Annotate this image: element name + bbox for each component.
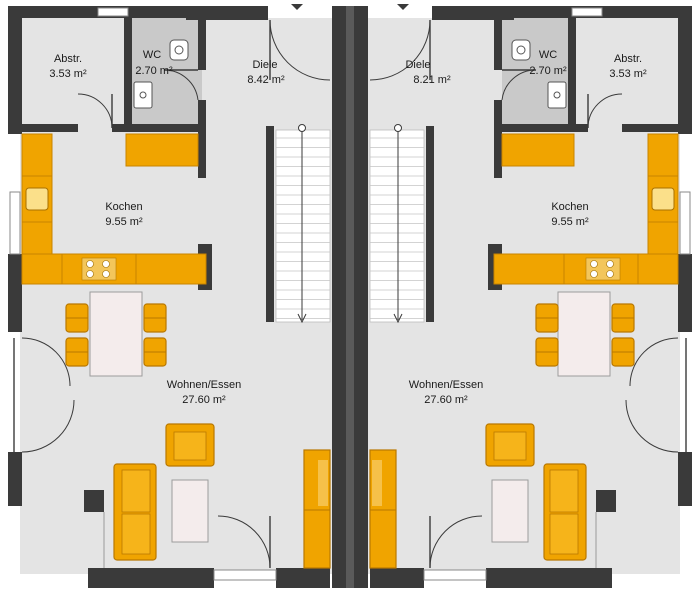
left-wc-area: 2.70 m² — [135, 65, 173, 77]
right-coffee-table — [491, 479, 529, 543]
left-hall-area: 8.42 m² — [247, 74, 285, 86]
party-wall-joint — [346, 6, 354, 588]
right-room-labels: Abstr. 3.53 m² WC 2.70 m² Diele 8.21 m² … — [405, 49, 647, 406]
left-wc-name: WC — [143, 49, 161, 61]
right-storage-name: Abstr. — [614, 53, 642, 65]
right-kitchen-furniture — [493, 133, 679, 285]
right-living-furniture — [369, 423, 587, 569]
left-living-name: Wohnen/Essen — [167, 379, 241, 391]
doors — [13, 4, 687, 569]
right-wc-area: 2.70 m² — [529, 65, 567, 77]
left-storage-area: 3.53 m² — [49, 68, 87, 80]
right-wc-fixtures — [511, 39, 567, 109]
windows — [9, 7, 691, 581]
left-storage-name: Abstr. — [54, 53, 82, 65]
right-living-area: 27.60 m² — [424, 394, 468, 406]
left-sink-icon — [25, 187, 49, 211]
left-hall-name: Diele — [252, 59, 277, 71]
left-dining-set — [65, 291, 167, 377]
right-sink-icon — [651, 187, 675, 211]
left-coffee-table — [171, 479, 209, 543]
left-living-area: 27.60 m² — [182, 394, 226, 406]
left-kitchen-name: Kochen — [105, 201, 142, 213]
right-entrance-arrow-icon — [397, 4, 409, 10]
left-stair — [266, 124, 331, 324]
right-toilet-icon — [511, 39, 531, 61]
right-hall-name: Diele — [405, 59, 430, 71]
left-living-furniture — [113, 423, 331, 569]
left-kitchen-furniture — [21, 133, 207, 285]
right-washbasin-icon — [547, 81, 567, 109]
right-kitchen-area: 9.55 m² — [551, 216, 589, 228]
left-room-labels: Abstr. 3.53 m² WC 2.70 m² Diele 8.42 m² … — [49, 49, 285, 406]
left-kitchen-area: 9.55 m² — [105, 216, 143, 228]
left-hob-icon — [81, 257, 117, 281]
right-dining-table — [557, 291, 611, 377]
left-dining-table — [89, 291, 143, 377]
left-toilet-icon — [169, 39, 189, 61]
right-hob-icon — [585, 257, 621, 281]
right-storage-area: 3.53 m² — [609, 68, 647, 80]
right-kitchen-name: Kochen — [551, 201, 588, 213]
left-wc-fixtures — [133, 39, 189, 109]
right-wc-name: WC — [539, 49, 557, 61]
right-stair — [369, 124, 434, 324]
left-entrance-arrow-icon — [291, 4, 303, 10]
right-hall-area: 8.21 m² — [413, 74, 451, 86]
right-dining-set — [535, 291, 635, 377]
left-washbasin-icon — [133, 81, 153, 109]
right-living-name: Wohnen/Essen — [409, 379, 483, 391]
